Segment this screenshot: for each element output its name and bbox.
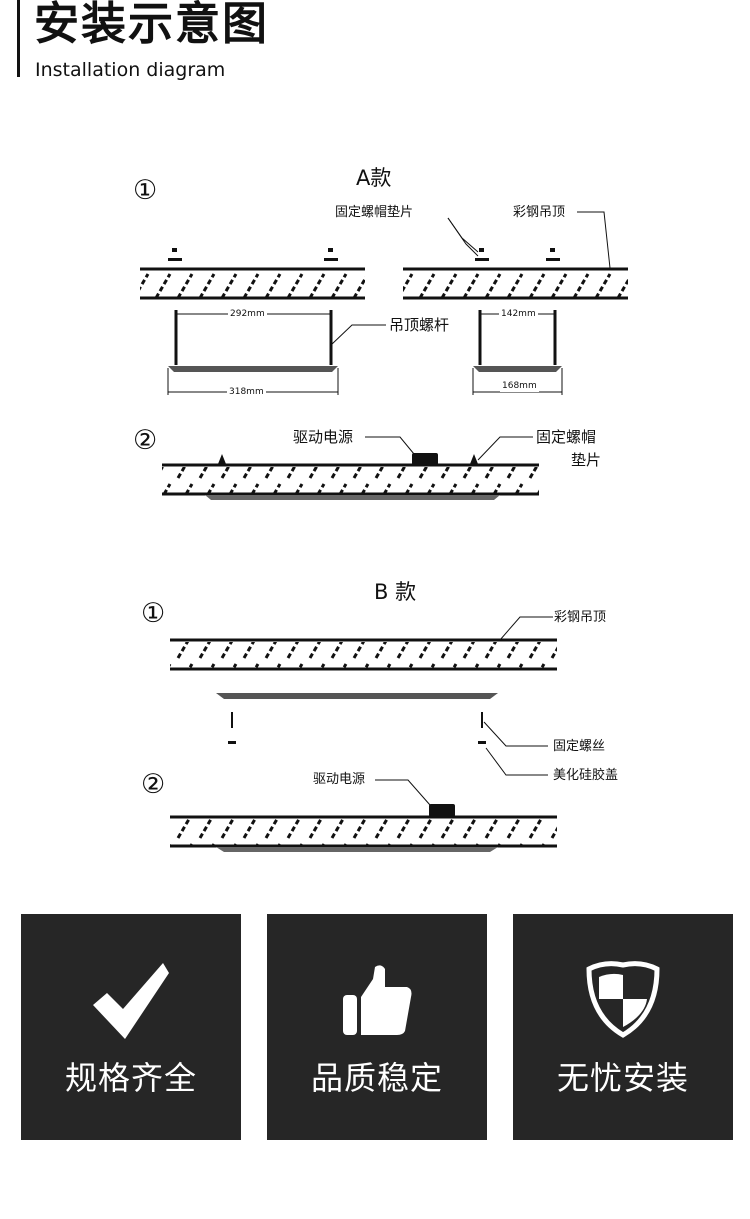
a-dim-292: 292mm [228, 309, 267, 320]
feature-label: 品质稳定 [310, 1059, 443, 1097]
b-label-fixing-screw: 固定螺丝 [553, 739, 606, 754]
installation-diagram [140, 211, 628, 852]
page-subtitle: Installation diagram [35, 59, 226, 81]
feature-label: 无忧安装 [556, 1059, 689, 1097]
b-label-driver: 驱动电源 [313, 772, 366, 787]
a-step1-right-ceiling [403, 248, 628, 300]
a-label-nut-line2: 垫片 [571, 451, 602, 469]
b-step2-ceiling [170, 804, 557, 852]
variant-b-title: B 款 [374, 580, 417, 604]
a-step2-ceiling [162, 453, 539, 500]
variant-a-title: A款 [356, 166, 392, 190]
feature-card-complete-specs: 规格齐全 [21, 914, 241, 1140]
a-step1-marker: ① [133, 175, 158, 206]
page-title: 安装示意图 [34, 0, 270, 50]
b-label-steel-ceiling: 彩钢吊顶 [554, 610, 607, 625]
a-dim-142: 142mm [499, 309, 538, 320]
header-accent-bar [17, 0, 20, 77]
a-dim-318: 318mm [227, 387, 266, 398]
a-step1-left-ceiling [140, 248, 365, 300]
b-label-silicone-cap: 美化硅胶盖 [553, 768, 619, 783]
a-dim-168: 168mm [500, 381, 539, 392]
a-label-nut-line1: 固定螺帽 [536, 428, 597, 446]
a-step2-marker: ② [133, 425, 158, 456]
b-step2-marker: ② [141, 769, 166, 800]
a-label-steel-ceiling: 彩钢吊顶 [513, 205, 566, 220]
b-step1-marker: ① [141, 598, 166, 629]
b-step1-ceiling [170, 638, 557, 671]
a-label-driver: 驱动电源 [293, 428, 354, 446]
shield-icon [583, 959, 663, 1043]
a-label-nut-washer: 固定螺帽垫片 [335, 205, 414, 220]
feature-card-stable-quality: 品质稳定 [267, 914, 487, 1140]
feature-card-easy-install: 无忧安装 [513, 914, 733, 1140]
a-long-panel [167, 310, 339, 395]
b-panel [216, 693, 498, 744]
thumbs-up-icon [337, 959, 417, 1043]
checkmark-icon [89, 959, 173, 1047]
a-label-hanging-rod: 吊顶螺杆 [389, 316, 450, 334]
feature-label: 规格齐全 [64, 1059, 197, 1097]
